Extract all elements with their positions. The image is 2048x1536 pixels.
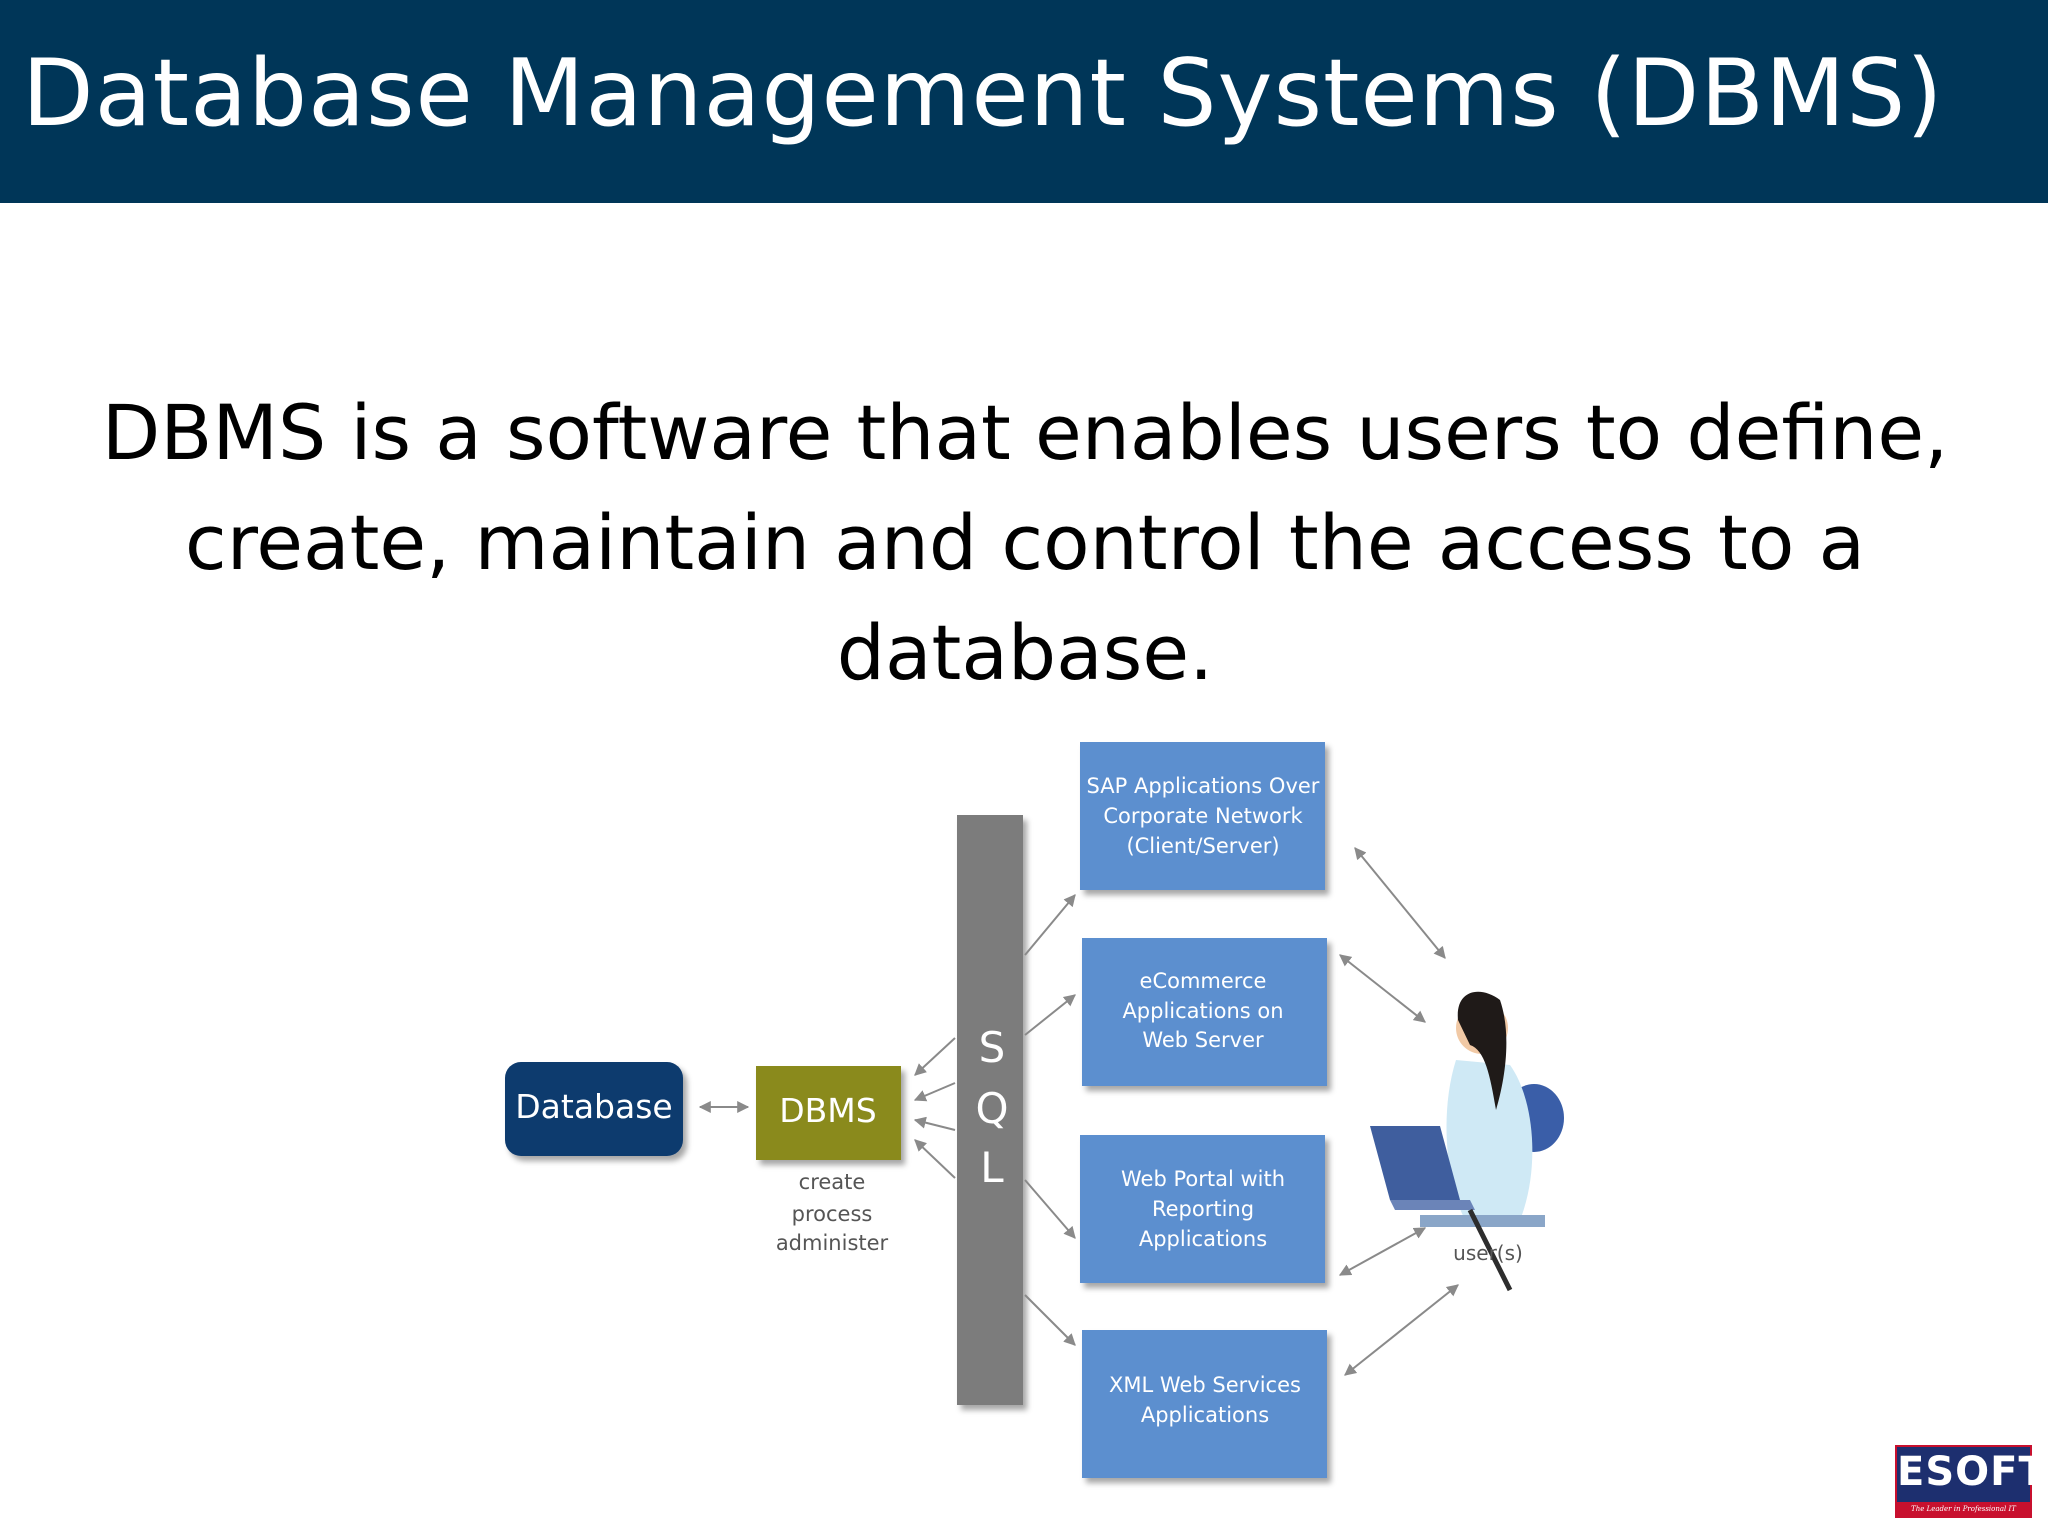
app-box-sap-rect [1080,742,1325,890]
esoft-logo: ESOFT The Leader in Professional IT Educ… [1895,1445,2047,1527]
slide-title: Database Management Systems (DBMS) [22,39,1944,147]
sql-app-arrow-3 [1024,1179,1076,1239]
app-box-web-portal: Web Portal with Reporting Applications [1080,1135,1325,1283]
app-user-arrow-3 [1338,1227,1427,1276]
app-portal-line-3: Applications [1139,1227,1267,1251]
user-label: user(s) [1453,1241,1523,1265]
user-hair [1457,991,1507,1110]
database-node: Database [505,1062,683,1156]
sql-letter-s: S [979,1023,1006,1072]
dbms-label: DBMS [779,1091,876,1130]
sql-layer: S Q L [957,815,1023,1405]
title-bar: Database Management Systems (DBMS) [0,0,2048,203]
dbms-function-administer: administer [776,1231,889,1255]
user-torso [1446,1060,1533,1220]
logo-text: ESOFT [1897,1449,2047,1495]
dbms-function-create: create [799,1170,866,1194]
slide-body-text: DBMS is a software that enables users to… [101,388,1949,697]
app-sap-line-3: (Client/Server) [1126,834,1279,858]
sql-dbms-arrow-4 [914,1139,956,1179]
sql-dbms-arrow-2 [913,1082,956,1102]
app-box-xml: XML Web Services Applications [1082,1330,1327,1478]
database-box [505,1062,683,1156]
logo-tagline: The Leader in Professional IT Education [1897,1502,2030,1527]
laptop-base [1390,1200,1475,1210]
app-ecommerce-line-3: Web Server [1142,1028,1264,1052]
sql-letter-l: L [980,1143,1004,1192]
app-portal-line-2: Reporting [1152,1197,1254,1221]
app-portal-line-1: Web Portal with [1121,1167,1285,1191]
app-box-ecommerce: eCommerce Applications on Web Server [1082,938,1327,1086]
sql-bar [957,815,1023,1405]
user-leg [1467,1208,1513,1292]
sql-app-arrow-1 [1024,894,1076,956]
app-sap-line-2: Corporate Network [1103,804,1303,828]
sql-dbms-arrow-3 [913,1116,956,1131]
dbms-box [756,1066,901,1160]
app-box-ecommerce-rect [1082,938,1327,1086]
sql-app-arrow-2 [1024,994,1076,1036]
app-sap-line-1: SAP Applications Over [1087,774,1320,798]
sql-dbms-arrow-1 [914,1037,956,1076]
app-user-arrows [1338,847,1459,1376]
app-ecommerce-line-2: Applications on [1122,999,1283,1023]
sql-letter-q: Q [975,1084,1008,1133]
app-user-arrow-2 [1339,954,1426,1023]
dbms-node: DBMS create process administer [756,1066,901,1255]
sql-app-arrow-4 [1024,1294,1076,1346]
app-xml-line-2: Applications [1141,1403,1269,1427]
database-label: Database [515,1087,672,1126]
app-box-web-portal-rect [1080,1135,1325,1283]
sql-dbms-arrows [913,1037,956,1179]
app-xml-line-1: XML Web Services [1109,1373,1301,1397]
laptop-screen [1370,1126,1460,1200]
app-box-xml-rect [1082,1330,1327,1478]
app-box-sap: SAP Applications Over Corporate Network … [1080,742,1325,890]
app-ecommerce-line-1: eCommerce [1140,969,1267,993]
table-top [1420,1215,1545,1227]
app-user-arrow-4 [1344,1284,1459,1376]
sql-app-arrows [1024,894,1076,1346]
app-user-arrow-1 [1354,847,1446,959]
dbms-function-process: process [792,1202,873,1226]
user-illustration: user(s) [1370,991,1564,1292]
